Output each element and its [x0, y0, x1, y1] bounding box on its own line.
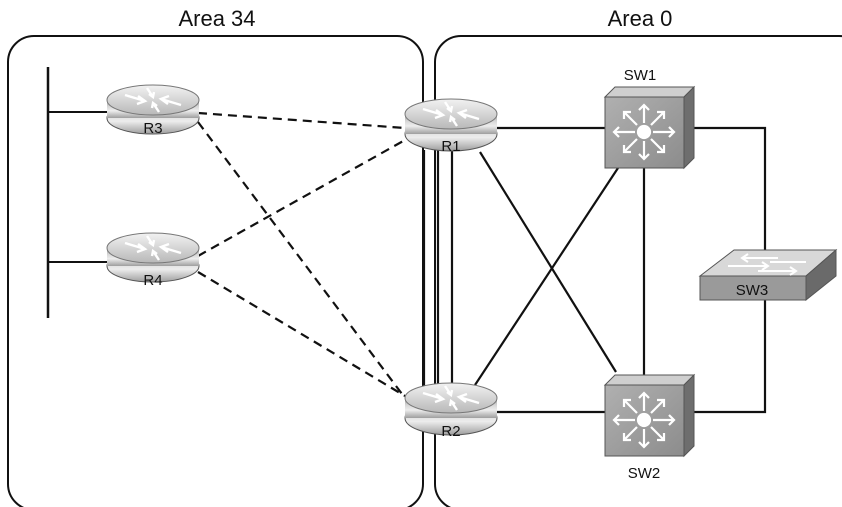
multilayer-switch-icon — [612, 391, 676, 449]
switch-sw1[interactable]: SW1 — [603, 67, 696, 170]
multilayer-switch-icon — [612, 103, 676, 161]
router-r3[interactable]: R3 — [106, 84, 200, 137]
switch-sw2[interactable]: SW2 — [603, 373, 696, 482]
router-r1-label: R1 — [441, 138, 460, 155]
area-0-region — [434, 35, 842, 507]
router-arrows-icon — [422, 101, 480, 127]
area-34-region — [7, 35, 424, 507]
solid-links — [422, 126, 767, 414]
link-r4-r2 — [197, 271, 406, 397]
switch-sw2-label: SW2 — [628, 465, 661, 482]
link-r4-r1 — [197, 139, 406, 257]
router-r3-label: R3 — [143, 120, 162, 137]
area-0-title: Area 0 — [608, 6, 673, 31]
link-r3-r2 — [197, 121, 406, 399]
switch-sw3-label: SW3 — [736, 282, 769, 299]
router-r2-label: R2 — [441, 423, 460, 440]
router-arrows-icon — [124, 87, 182, 113]
link-r3-r1 — [197, 111, 406, 130]
switch-sw1-label: SW1 — [624, 67, 657, 84]
router-r4[interactable]: R4 — [106, 232, 200, 289]
link-sw2-sw3 — [684, 298, 767, 414]
switch-sw3[interactable]: SW3 — [698, 248, 838, 302]
router-r2[interactable]: R2 — [404, 382, 498, 440]
link-r2-sw1 — [474, 167, 619, 386]
router-r1[interactable]: R1 — [404, 98, 498, 155]
lan-segment — [46, 67, 108, 318]
area-34-title: Area 34 — [178, 6, 255, 31]
router-r4-label: R4 — [143, 272, 162, 289]
router-arrows-icon — [124, 235, 182, 261]
router-arrows-icon — [422, 385, 480, 411]
dashed-links — [197, 111, 406, 399]
link-r1-sw2 — [479, 151, 617, 373]
link-sw1-sw3 — [684, 126, 767, 252]
switch-arrows-icon — [728, 253, 806, 276]
